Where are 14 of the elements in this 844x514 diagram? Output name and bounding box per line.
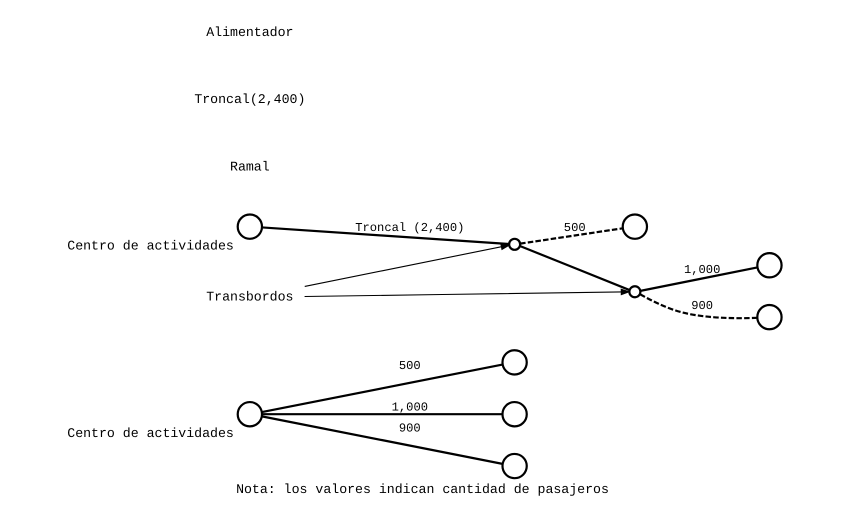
node-label: Centro de actividades: [66, 426, 234, 441]
label: Alimentador: [206, 24, 293, 40]
label: Troncal(2,400): [194, 92, 305, 108]
edge-label: 500: [398, 358, 420, 373]
edge-label: 1,000: [391, 400, 428, 415]
edge-label: 1,000: [683, 262, 720, 277]
node-text: Transbordos: [206, 290, 293, 305]
edge-label: Troncal (2,400): [354, 220, 464, 235]
edge-label: 500: [563, 220, 586, 235]
edge-label: 900: [398, 422, 420, 436]
label: Ramal: [230, 160, 270, 175]
node-label: Centro de actividades: [66, 238, 234, 254]
edge-label: 900: [690, 299, 713, 314]
caption: Nota: los valores indican cantidad de pasajeros: [236, 482, 608, 498]
